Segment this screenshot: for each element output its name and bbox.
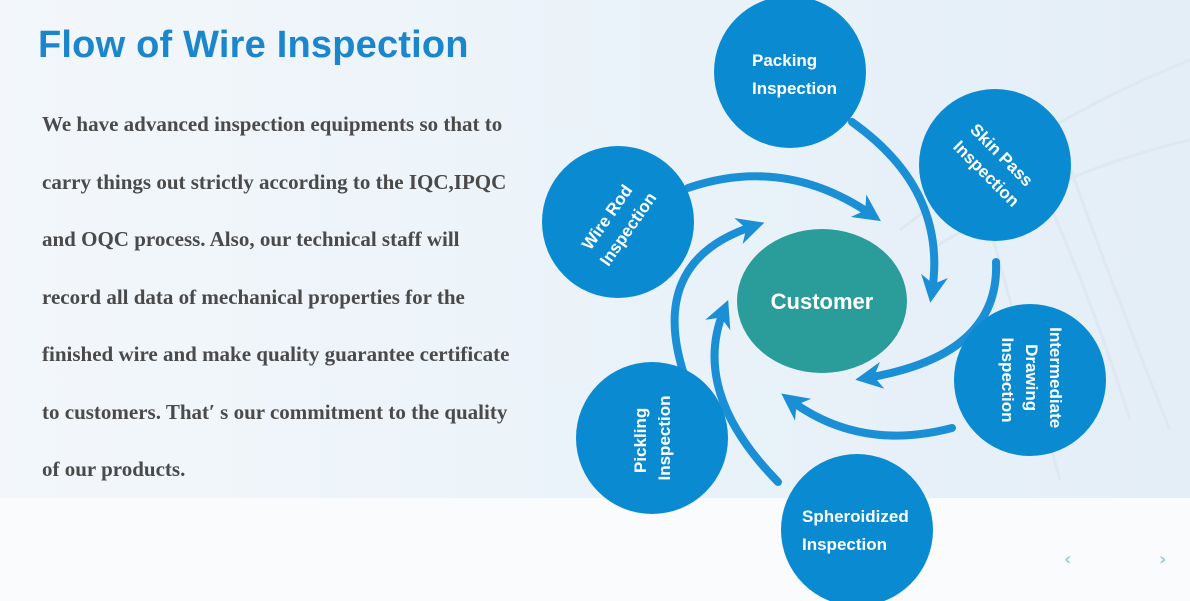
page-title: Flow of Wire Inspection <box>38 24 469 66</box>
node-skin-pass-inspection: Skin Pass Inspection <box>919 89 1071 241</box>
center-ellipse <box>737 229 907 373</box>
svg-text:Packing Inspection: Packing Inspection <box>752 51 837 98</box>
chevron-right-icon[interactable]: › <box>1159 549 1167 570</box>
node-spheroidized-inspection: Spheroidized Inspection <box>781 454 933 601</box>
arrow-packing-to-skin-pass <box>848 118 948 303</box>
node-pickling-inspection: Pickling Inspection <box>576 362 728 514</box>
chevron-left-icon[interactable]: ‹ <box>1064 549 1072 570</box>
description-text: We have advanced inspection equipments s… <box>42 112 510 481</box>
node-intermediate-drawing-inspection: Intermediate Drawing Inspection <box>954 304 1106 456</box>
bottom-band <box>0 498 1190 601</box>
node-wire-rod-inspection: Wire Rod Inspection <box>542 146 694 298</box>
node-circle <box>954 304 1106 456</box>
node-label-line: Inspection <box>998 337 1017 422</box>
node-label-line: Inspection <box>802 535 887 554</box>
node-circle <box>714 0 866 148</box>
arrow-intermediate-to-spheroidized <box>781 393 956 440</box>
center-label: Customer <box>771 289 874 314</box>
node-label-line: Inspection <box>655 395 674 480</box>
svg-text:Spheroidized Inspection: Spheroidized Inspection <box>802 507 913 554</box>
node-circle <box>542 146 694 298</box>
center-customer: Customer <box>737 229 907 373</box>
arrow-wire-rod-to-packing <box>684 172 881 222</box>
arrow-spheroidized-to-pickling <box>705 299 782 486</box>
svg-text:Pickling Inspection: Pickling Inspection <box>631 395 674 480</box>
node-label-line: Pickling <box>631 408 650 473</box>
node-circle <box>576 362 728 514</box>
arrow-skin-pass-to-intermediate <box>855 258 1001 389</box>
node-circle <box>781 454 933 601</box>
node-circle <box>919 89 1071 241</box>
svg-text:Intermediate Drawing: Intermediate Drawing Inspection <box>998 327 1065 433</box>
node-label-line: Inspection <box>752 79 837 98</box>
node-label-line: Packing <box>752 51 817 70</box>
node-packing-inspection: Packing Inspection <box>714 0 866 148</box>
node-label-line: Spheroidized <box>802 507 909 526</box>
arrow-pickling-to-wire-rod <box>670 218 765 390</box>
node-label-line: Intermediate <box>1046 327 1065 428</box>
node-label-line: Drawing <box>1022 344 1041 411</box>
flow-arrows <box>670 118 1001 486</box>
